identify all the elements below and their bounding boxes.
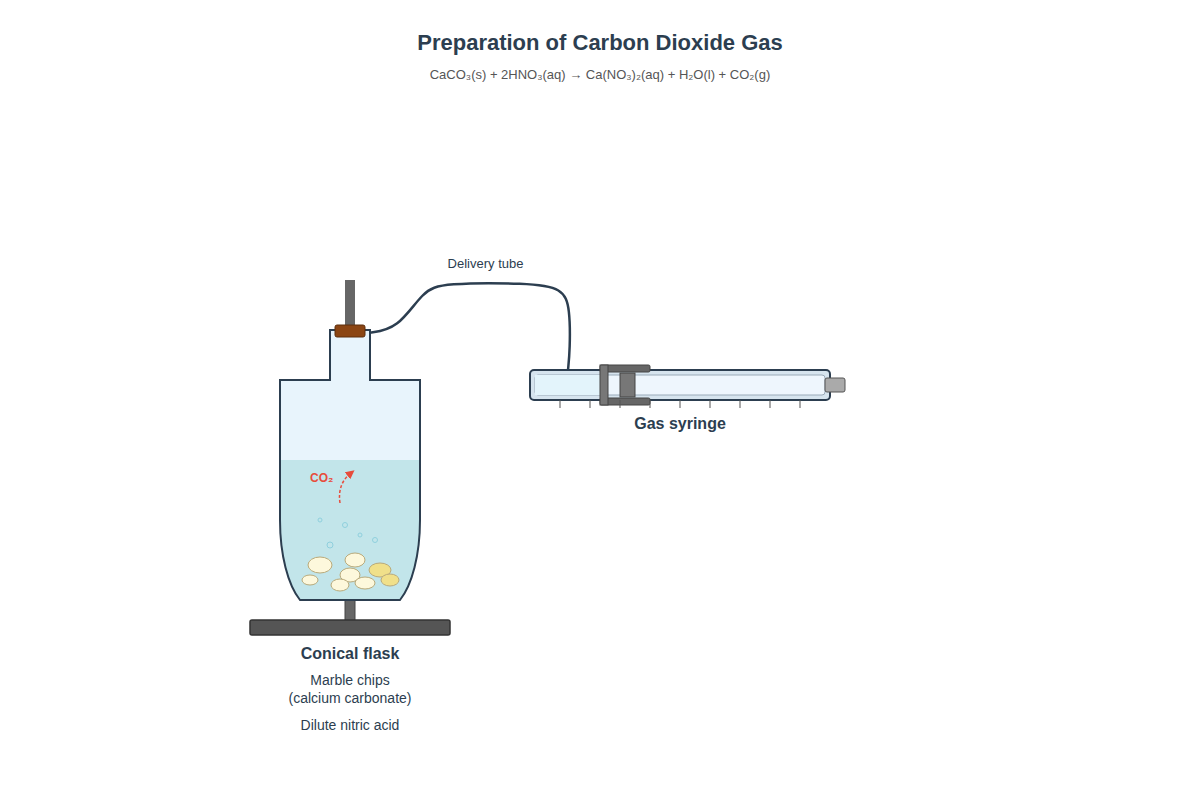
collected-gas [535,375,600,395]
part-heading: Conical flask [298,645,403,663]
rubber-stopper [335,325,365,337]
scale-tick [740,400,741,408]
gas-arrow [339,473,351,503]
gas-bubble [318,518,322,522]
scale-tick [620,400,621,408]
marble-chip [302,575,318,585]
syringe-bore [535,375,825,395]
scale-tick [710,400,711,408]
conical-flask: Conical flaskCO₂ [280,330,420,600]
syringe-outline [530,370,830,400]
plunger-holder [620,373,635,397]
tube-label: Delivery tube [446,256,526,271]
marble-chip [355,577,375,589]
clamp-rod [345,280,355,330]
gas-bubble [343,523,348,528]
delivery-tube [368,283,570,370]
gas-bubble [373,538,378,543]
syringe-barrel [530,370,830,400]
marble-chip [331,579,349,591]
stand-stem [345,598,355,622]
stand-base [250,620,450,635]
scale-tick [560,400,561,408]
reaction-equation: CaCO₃(s) + 2HNO₃(aq) → Ca(NO₃)₂(aq) + H₂… [430,67,771,82]
flask-outline [280,330,420,600]
plunger-seal [600,365,608,405]
scale-tick [770,400,771,408]
scale-tick [590,400,591,408]
acid-liquid [280,460,420,605]
gas-label: CO₂ [310,471,333,486]
marble-chip [308,557,332,573]
syringe-end [825,378,845,392]
gas-syringe: Gas syringe [530,370,830,400]
marble-chip [345,553,365,567]
part-label: Dilute nitric acid [301,717,400,735]
scale-tick [680,400,681,408]
marble-chip [381,574,399,586]
scale-tick [800,400,801,408]
scale-tick [650,400,651,408]
gas-bubble [327,542,333,548]
flask-outline [280,330,420,600]
part-label: Marble chips (calcium carbonate) [284,672,416,707]
part-heading: Gas syringe [631,415,729,433]
diagram-title: Preparation of Carbon Dioxide Gas [417,30,783,56]
gas-bubble [358,533,362,537]
